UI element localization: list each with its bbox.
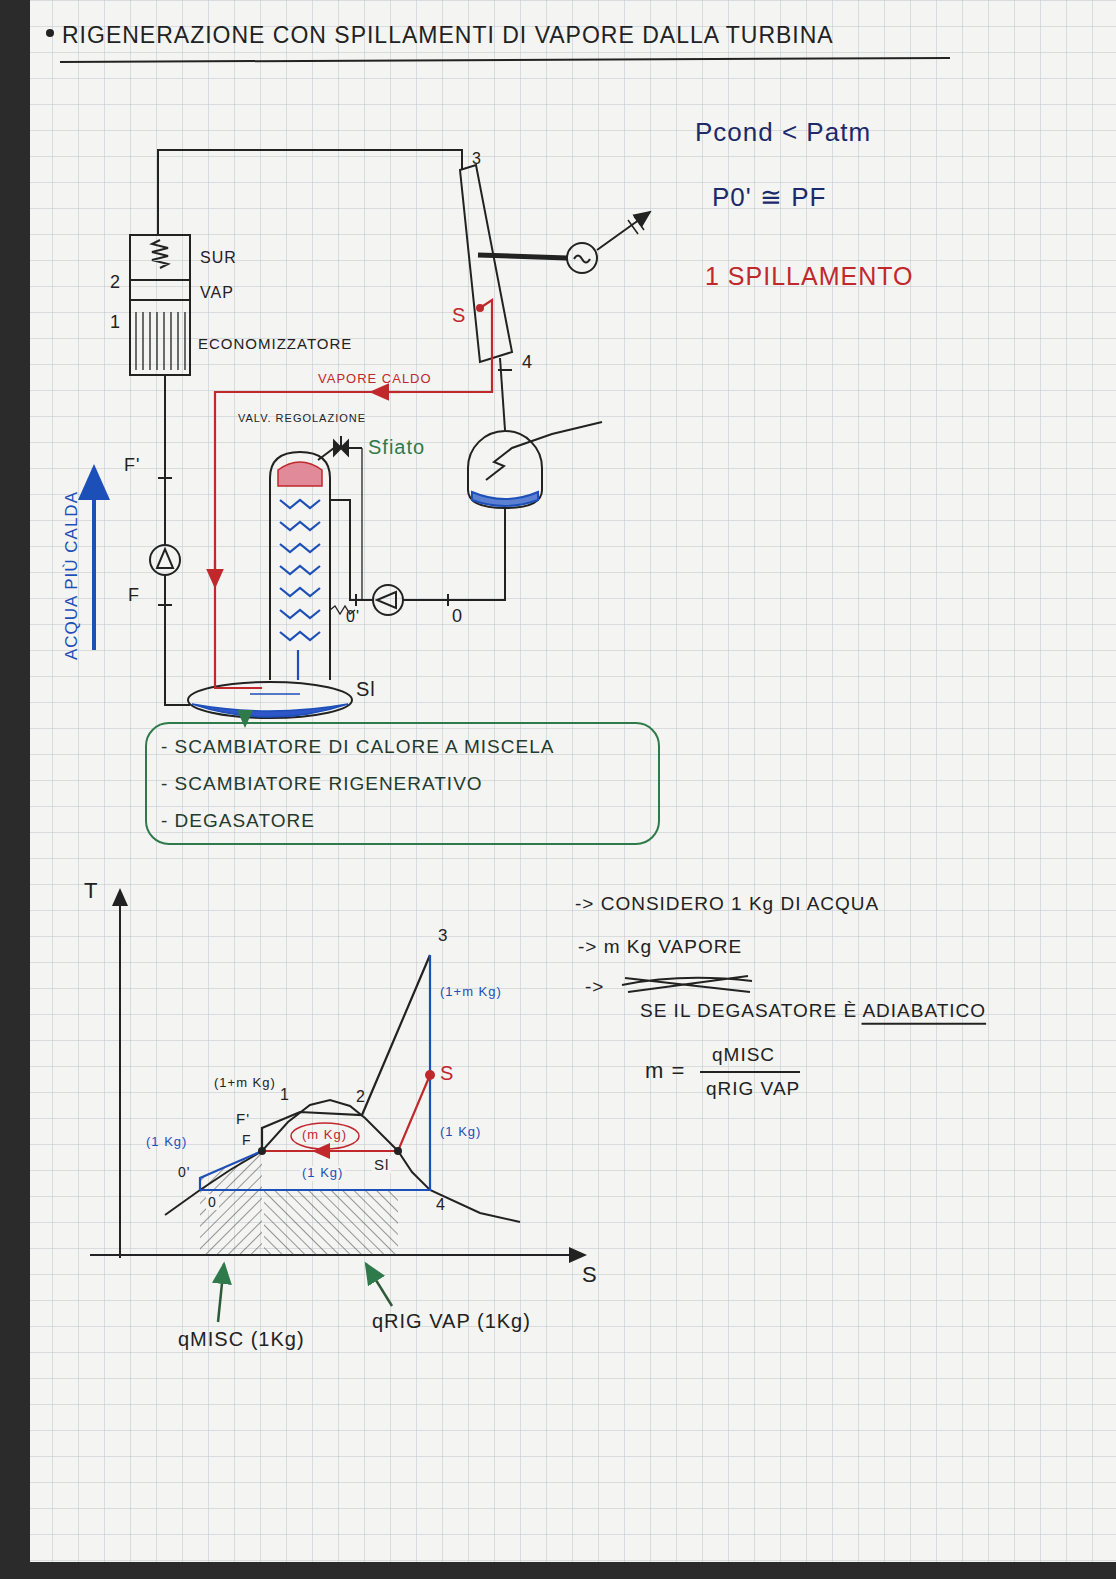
mass-label: (1+m Kg) [440,985,502,1000]
state-number: 2 [356,1088,366,1106]
state-number: 0 [206,1194,219,1210]
formula-text: qRIG VAP [706,1078,800,1100]
flow-note: ACQUA PIÙ CALDA [62,491,82,660]
note-line: SE IL DEGASATORE È ADIABATICO [640,1000,986,1022]
state-number: 4 [522,352,533,373]
heat-label: qRIG VAP (1Kg) [372,1310,531,1333]
axis-label: S [582,1262,598,1287]
note-line: - DEGASATORE [161,802,644,839]
mass-label: (1 Kg) [146,1135,187,1150]
state-number: 0' [178,1164,190,1180]
underline [862,1023,987,1025]
state-number: 0 [452,606,463,627]
state-number: 1 [110,312,121,333]
boiler-section: VAP [200,284,234,302]
state-number: F' [124,455,140,476]
state-number: F' [236,1110,250,1127]
state-label: Sl [356,678,376,701]
mass-label: (1 Kg) [440,1125,481,1140]
mass-label: (1+m Kg) [214,1076,276,1091]
heat-label: qMISC (1Kg) [178,1328,305,1351]
state-number: 3 [472,150,482,168]
pressure-note: P0' ≅ PF [712,183,826,213]
state-label: Sl [372,1156,391,1173]
note-line: - SCAMBIATORE RIGENERATIVO [161,765,644,802]
state-number: 1 [280,1086,290,1104]
state-number: F [242,1132,252,1148]
boiler-section: ECONOMIZZATORE [198,335,352,352]
axis-label: T [84,878,98,903]
formula-text: m = [645,1058,685,1083]
note-line: -> [585,976,604,998]
vent-label: Sfiato [368,436,425,459]
mass-label: (1 Kg) [300,1166,345,1181]
note-line: - SCAMBIATORE DI CALORE A MISCELA [161,728,644,765]
state-label: S [440,1062,454,1085]
valve-label: VALV. REGOLAZIONE [238,412,366,425]
state-number: 0' [346,608,360,626]
note-line: -> m Kg VAPORE [578,936,742,958]
extraction-point: S [452,304,466,327]
page-title: RIGENERAZIONE CON SPILLAMENTI DI VAPORE … [62,22,834,48]
state-number: F [128,585,140,606]
steam-label: VAPORE CALDO [318,372,432,387]
boiler-section: SUR [200,249,237,267]
note-box: - SCAMBIATORE DI CALORE A MISCELA- SCAMB… [145,722,660,845]
note-line: -> CONSIDERO 1 Kg DI ACQUA [575,893,879,915]
state-number: 2 [110,272,121,293]
mass-label: (m Kg) [302,1128,347,1143]
state-number: 3 [438,926,448,946]
formula-text: qMISC [712,1044,775,1066]
extraction-note: 1 SPILLAMENTO [705,262,913,291]
state-number: 4 [436,1196,446,1214]
pressure-note: Pcond < Patm [695,118,871,148]
